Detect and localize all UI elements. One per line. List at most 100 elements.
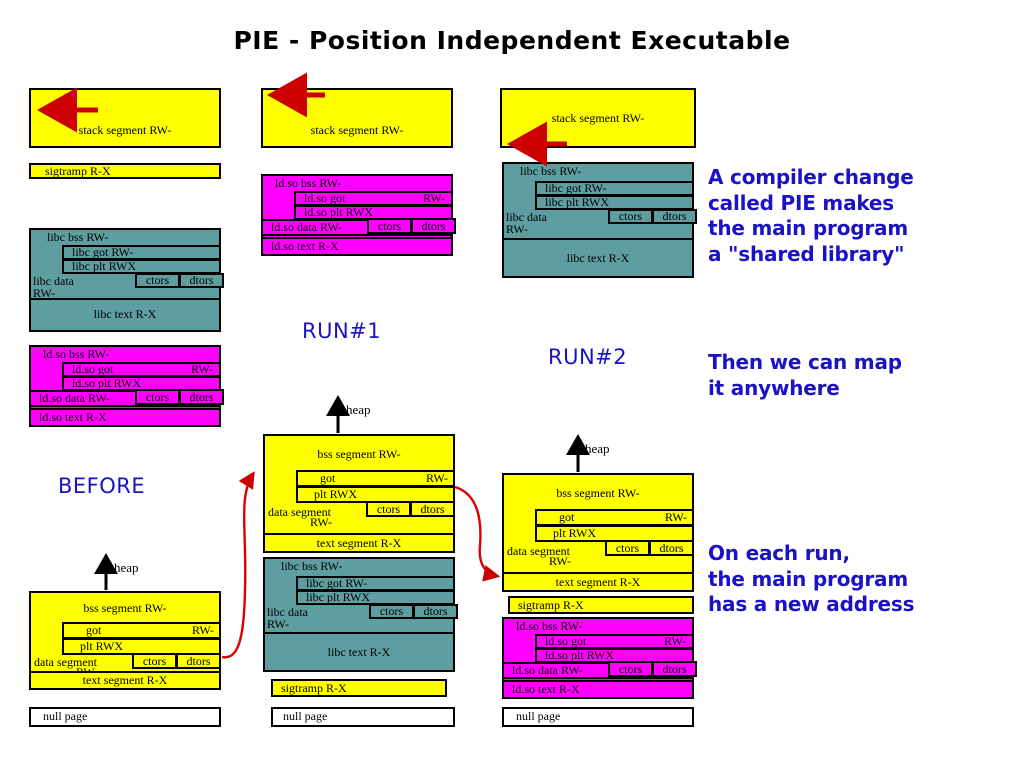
run1-ldso-group: ld.so bss RW- ld.so got RW- ld.so plt RW… bbox=[261, 174, 456, 256]
run1-libc-data-label: libc data bbox=[267, 605, 308, 619]
run1-ldso-text: ld.so text R-X bbox=[261, 237, 453, 256]
run1-got: got RW- bbox=[296, 470, 455, 487]
before-libc-dtors: dtors bbox=[179, 273, 224, 288]
column-label-run2: RUN#2 bbox=[548, 345, 628, 369]
run2-libc-plt: libc plt RWX bbox=[535, 195, 694, 210]
run2-stack-segment: stack segment RW- bbox=[500, 88, 696, 148]
run2-data-label: data segment bbox=[507, 544, 570, 558]
before-dtors: dtors bbox=[176, 653, 221, 669]
run2-ldso-data-label: ld.so data RW- bbox=[512, 663, 583, 677]
before-sigtramp: sigtramp R-X bbox=[29, 163, 221, 179]
run1-plt-label: plt RWX bbox=[314, 487, 358, 501]
run2-libc-dtors-label: dtors bbox=[662, 209, 687, 223]
run1-libc-dtors-label: dtors bbox=[423, 604, 448, 618]
before-null-page: null page bbox=[29, 707, 221, 727]
before-text-segment: text segment R-X bbox=[29, 671, 221, 690]
run2-got-label: got bbox=[559, 510, 575, 524]
run2-libc-group: libc bss RW- libc got RW- libc plt RWX l… bbox=[502, 162, 697, 278]
run2-libc-text: libc text R-X bbox=[502, 238, 694, 278]
before-libc-got-label: libc got RW- bbox=[72, 245, 134, 259]
run2-main-group: bss segment RW- got RW- plt RWX data seg… bbox=[502, 473, 694, 592]
run2-dtors-label: dtors bbox=[659, 541, 684, 555]
run1-data-label: data segment bbox=[268, 505, 331, 519]
before-ldso-dtors: dtors bbox=[179, 389, 224, 405]
run1-ldso-ctors: ctors bbox=[367, 218, 412, 234]
run1-libc-text: libc text R-X bbox=[263, 632, 455, 672]
before-ldso-plt-label: ld.so plt RWX bbox=[72, 376, 142, 390]
before-text-label: text segment R-X bbox=[82, 673, 168, 687]
run2-libc-ctors-label: ctors bbox=[618, 209, 643, 223]
before-ldso-ctors: ctors bbox=[135, 389, 180, 405]
run1-text-label: text segment R-X bbox=[316, 536, 402, 550]
run2-got-perm: RW- bbox=[664, 510, 687, 524]
before-libc-data-perm: RW- bbox=[33, 286, 56, 300]
run1-libc-plt: libc plt RWX bbox=[296, 590, 455, 605]
before-stack-label: stack segment RW- bbox=[78, 123, 172, 137]
run2-plt-label: plt RWX bbox=[553, 526, 597, 540]
before-ldso-bss-label: ld.so bss RW- bbox=[43, 347, 110, 361]
before-got-label: got bbox=[86, 623, 102, 637]
page-title: PIE - Position Independent Executable bbox=[233, 26, 791, 55]
run2-dtors: dtors bbox=[649, 540, 694, 556]
run1-libc-bss-label: libc bss RW- bbox=[281, 559, 343, 573]
annotation-note-1: A compiler change called PIE makes the m… bbox=[708, 165, 914, 266]
run1-libc-ctors: ctors bbox=[369, 604, 414, 619]
run2-text-segment: text segment R-X bbox=[502, 572, 694, 592]
before-ctors: ctors bbox=[132, 653, 177, 669]
run2-ldso-bss-label: ld.so bss RW- bbox=[516, 619, 583, 633]
run1-main-group: bss segment RW- got RW- plt RWX data seg… bbox=[263, 434, 455, 553]
run1-stack-segment: stack segment RW- bbox=[261, 88, 453, 148]
run1-ldso-got-label: ld.so got bbox=[304, 191, 346, 205]
before-null-page-label: null page bbox=[43, 709, 88, 723]
relocation-arrow-run1-to-run2 bbox=[454, 485, 501, 582]
before-main-group: bss segment RW- got RW- plt RWX data seg… bbox=[29, 591, 221, 690]
before-bss-label: bss segment RW- bbox=[83, 601, 167, 615]
run2-got: got RW- bbox=[535, 509, 694, 526]
run2-libc-data-label: libc data bbox=[506, 210, 547, 224]
run2-ldso-text: ld.so text R-X bbox=[502, 680, 694, 699]
before-ctors-label: ctors bbox=[142, 654, 167, 668]
before-libc-dtors-label: dtors bbox=[189, 273, 214, 287]
run2-ldso-got-perm: RW- bbox=[663, 634, 686, 648]
before-ldso-got: ld.so got RW- bbox=[62, 362, 221, 377]
before-ldso-ctors-label: ctors bbox=[145, 390, 170, 404]
annotation-note-2: Then we can map it anywhere bbox=[708, 350, 902, 400]
run2-ldso-dtors-label: dtors bbox=[662, 662, 687, 676]
run1-libc-plt-label: libc plt RWX bbox=[306, 590, 370, 604]
run1-ldso-got: ld.so got RW- bbox=[294, 191, 453, 206]
run1-libc-group: libc bss RW- libc got RW- libc plt RWX l… bbox=[263, 557, 458, 672]
run1-sigtramp-label: sigtramp R-X bbox=[281, 681, 347, 695]
before-ldso-text: ld.so text R-X bbox=[29, 408, 221, 427]
before-libc-data-label: libc data bbox=[33, 274, 74, 288]
run1-libc-got: libc got RW- bbox=[296, 576, 455, 591]
run1-libc-data-perm: RW- bbox=[267, 617, 290, 631]
run1-heap-label: heap bbox=[346, 402, 371, 417]
annotation-note-3: On each run, the main program has a new … bbox=[708, 541, 915, 617]
before-got: got RW- bbox=[62, 622, 221, 639]
run2-libc-data-perm: RW- bbox=[506, 222, 529, 236]
run2-ldso-dtors: dtors bbox=[652, 661, 697, 677]
before-libc-plt: libc plt RWX bbox=[62, 259, 221, 274]
relocation-arrow-before-to-run1 bbox=[221, 471, 255, 659]
run1-libc-dtors: dtors bbox=[413, 604, 458, 619]
run1-ldso-plt-label: ld.so plt RWX bbox=[304, 205, 374, 219]
run2-sigtramp-label: sigtramp R-X bbox=[518, 598, 584, 612]
before-plt-label: plt RWX bbox=[80, 639, 124, 653]
run1-libc-text-label: libc text R-X bbox=[327, 645, 391, 659]
before-ldso-dtors-label: dtors bbox=[189, 390, 214, 404]
run1-ldso-text-label: ld.so text R-X bbox=[271, 239, 339, 253]
run2-stack-label: stack segment RW- bbox=[551, 111, 645, 125]
run1-got-perm: RW- bbox=[425, 471, 448, 485]
before-data-label: data segment bbox=[34, 655, 97, 669]
run2-ctors: ctors bbox=[605, 540, 650, 556]
run2-libc-plt-label: libc plt RWX bbox=[545, 195, 609, 209]
run1-ldso-dtors-label: dtors bbox=[421, 219, 446, 233]
before-dtors-label: dtors bbox=[186, 654, 211, 668]
run1-ldso-got-perm: RW- bbox=[422, 191, 445, 205]
before-ldso-data-label: ld.so data RW- bbox=[39, 391, 110, 405]
run2-ldso-group: ld.so bss RW- ld.so got RW- ld.so plt RW… bbox=[502, 617, 697, 699]
run1-libc-ctors-label: ctors bbox=[379, 604, 404, 618]
before-libc-bss-label: libc bss RW- bbox=[47, 230, 109, 244]
before-libc-got: libc got RW- bbox=[62, 245, 221, 260]
run1-sigtramp: sigtramp R-X bbox=[271, 679, 447, 697]
